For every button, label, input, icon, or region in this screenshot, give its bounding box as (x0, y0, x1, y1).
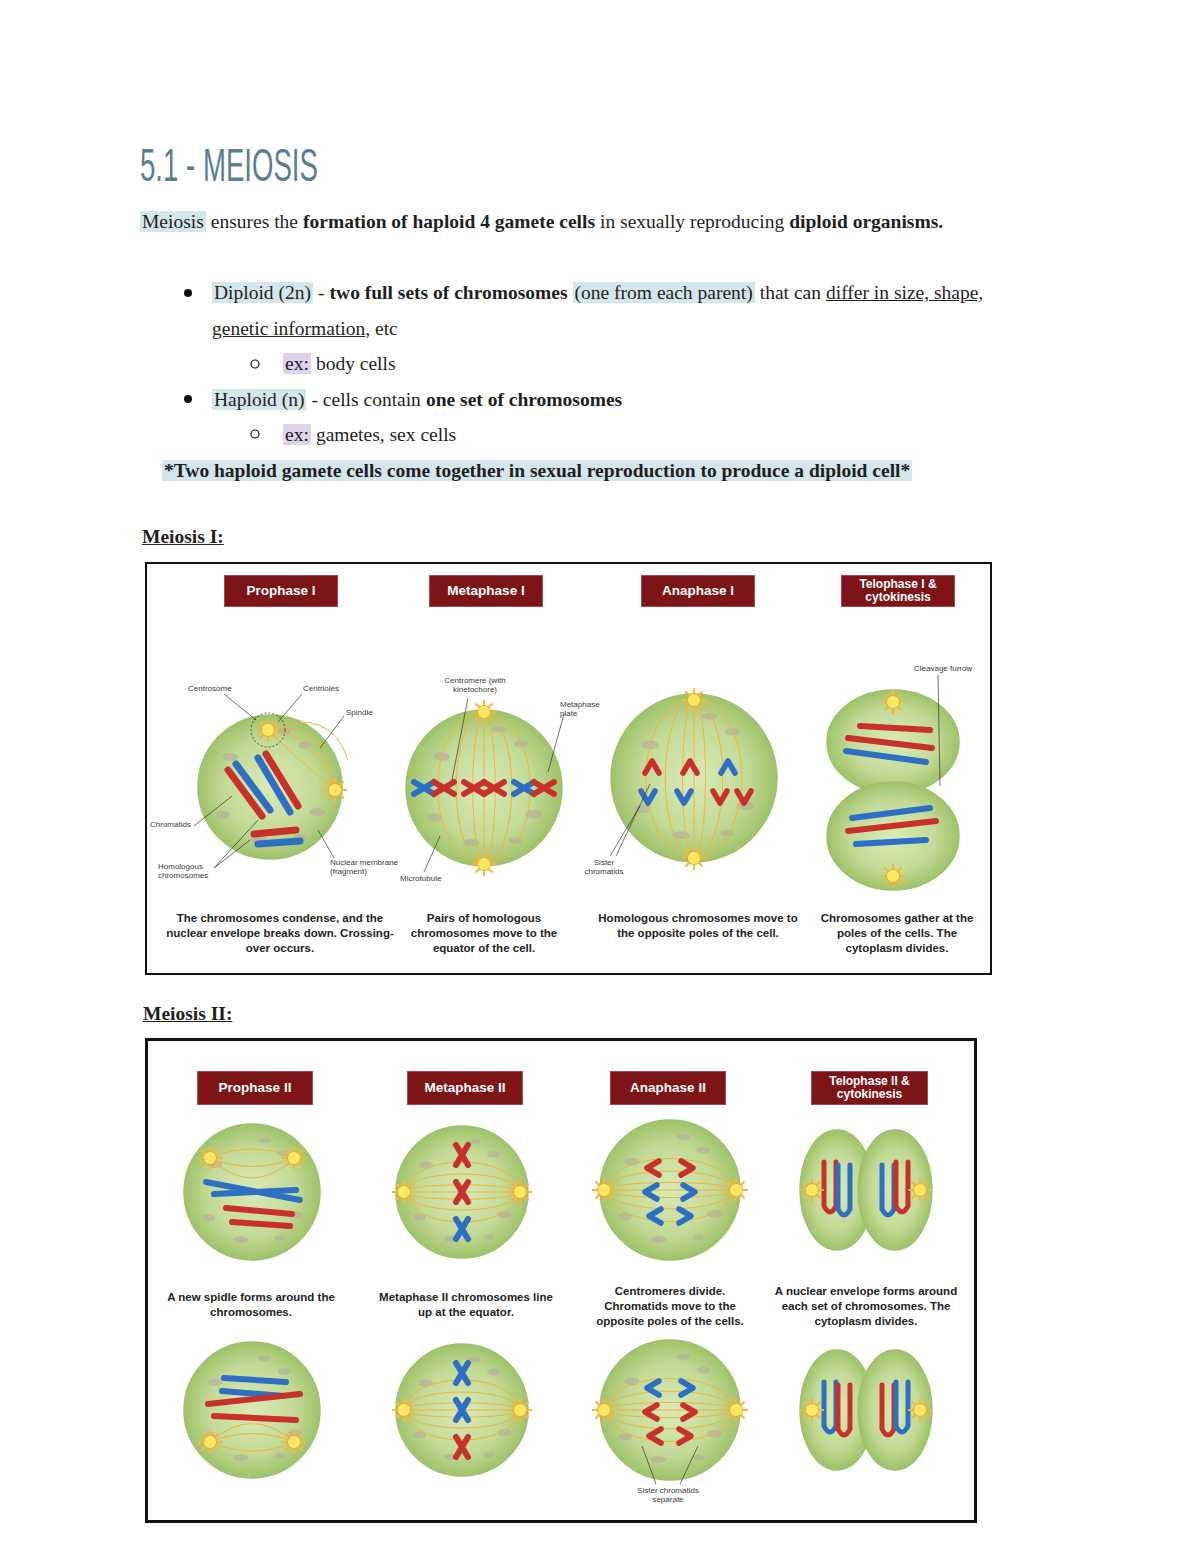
note-text: - (318, 282, 325, 303)
stage-label: Metaphase I (447, 584, 524, 598)
callout-label: Spindle (346, 708, 373, 717)
note-text: - cells contain (312, 389, 421, 410)
leader-lines (194, 675, 940, 1484)
callout-label: Chromatids (150, 820, 191, 829)
callout-label: Centrioles (303, 684, 339, 693)
section-heading: Meiosis II: (143, 1003, 232, 1025)
page-title: 5.1 - MEIOSIS (140, 142, 318, 188)
stage-description: A new spidle forms around the chromosome… (166, 1290, 336, 1320)
stage-description: Chromosomes gather at the poles of the c… (812, 911, 982, 956)
section-heading: Meiosis I: (142, 526, 224, 548)
stage-label-box: Prophase I (224, 575, 338, 607)
stage-label: Telophase I & cytokinesis (847, 578, 949, 603)
callout-label: Homologous chromosomes (158, 862, 220, 880)
stage-label-box: Prophase II (197, 1071, 313, 1105)
stage-label: Telophase II & cytokinesis (817, 1075, 922, 1100)
note-line: *Two haploid gamete cells come together … (162, 453, 1082, 489)
note-text: two full sets of chromosomes (330, 282, 568, 303)
callout-label: Sister chromatids (582, 858, 626, 876)
note-text: body cells (316, 353, 396, 374)
stage-description: Pairs of homologous chromosomes move to … (399, 911, 569, 956)
note-line: ex:gametes, sex cells (283, 417, 983, 453)
note-text: Diploid (2n) (212, 282, 313, 303)
callout-label: Nuclear membrane (fragment) (330, 858, 400, 876)
stage-label-box: Metaphase II (407, 1071, 523, 1105)
note-text: gametes, sex cells (316, 424, 456, 445)
stage-description: The chromosomes condense, and the nuclea… (164, 911, 396, 956)
note-text: (one from each parent) (573, 282, 755, 303)
note-text: Haploid (n) (212, 389, 306, 410)
callout-label: Centromere (with kinetochore) (435, 676, 515, 694)
cell-illustration (406, 700, 562, 876)
stage-label: Prophase II (219, 1081, 292, 1095)
stage-label-box: Metaphase I (429, 575, 543, 607)
note-text: formation of haploid 4 gamete cells (303, 211, 595, 232)
stage-label: Metaphase II (424, 1081, 505, 1095)
cell-illustration (611, 688, 777, 870)
note-text: Meiosis (140, 211, 206, 232)
stage-description: Centromeres divide. Chromatids move to t… (584, 1284, 756, 1329)
stage-label: Prophase I (246, 584, 315, 598)
cell-illustration (198, 713, 348, 859)
stage-description: A nuclear envelope forms around each set… (766, 1284, 966, 1329)
note-text: that can (760, 282, 821, 303)
note-text: ex: (283, 424, 311, 445)
note-text: in sexually reproducing (600, 211, 784, 232)
note-text: diploid organisms. (789, 211, 943, 232)
diagram-panel: Meiosis II:Prophase IIMetaphase IIAnapha… (145, 1038, 977, 1523)
note-line: Diploid (2n)-two full sets of chromosome… (212, 275, 1042, 346)
stage-label-box: Anaphase I (641, 575, 755, 607)
stage-label: Anaphase II (630, 1081, 706, 1095)
stage-label-box: Telophase II & cytokinesis (811, 1071, 928, 1105)
note-text: ensures the (211, 211, 298, 232)
note-text: *Two haploid gamete cells come together … (162, 460, 912, 481)
callout-label: Centrosome (188, 684, 232, 693)
stage-description: Metaphase II chromosomes line up at the … (379, 1290, 554, 1320)
stage-label: Anaphase I (662, 584, 734, 598)
callout-label: Metaphase plate (560, 700, 610, 718)
callout-label: Sister chromatids separate (628, 1486, 708, 1504)
stage-label-box: Telophase I & cytokinesis (841, 575, 955, 607)
cell-illustration (827, 690, 959, 890)
stage-label-box: Anaphase II (610, 1071, 726, 1105)
note-line: Meiosisensures theformation of haploid 4… (140, 204, 970, 240)
callout-label: Microtubule (400, 874, 441, 883)
note-text: , etc (365, 318, 397, 339)
note-text: one set of chromosomes (426, 389, 622, 410)
note-line: ex:body cells (283, 346, 983, 382)
bullet-marks (184, 289, 259, 438)
stage-description: Homologous chromosomes move to the oppos… (598, 911, 798, 941)
callout-label: Cleavage furrow (914, 664, 972, 673)
note-text: ex: (283, 353, 311, 374)
note-line: Haploid (n) - cells containone set of chr… (212, 382, 1042, 418)
